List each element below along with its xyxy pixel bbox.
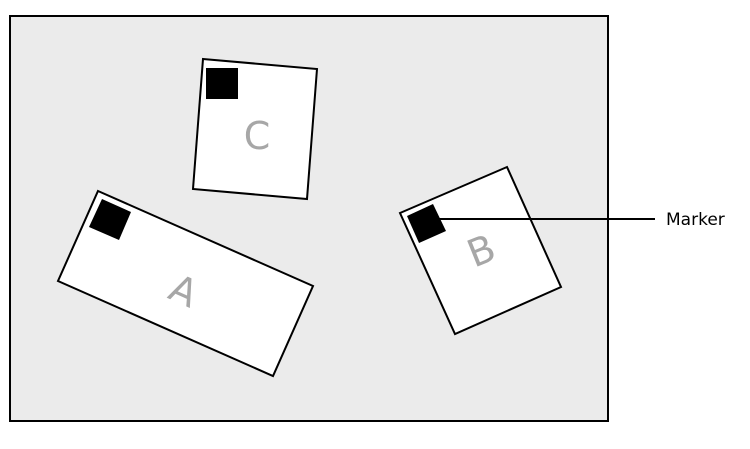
- card-b: B: [398, 165, 563, 336]
- card-b-body: [398, 165, 563, 336]
- card-c-label: C: [244, 114, 271, 158]
- card-a: A: [56, 189, 315, 378]
- card-c: C: [191, 57, 319, 201]
- card-a-body: [56, 189, 315, 378]
- marker-a: [89, 199, 131, 240]
- marker-callout-label: Marker: [666, 210, 725, 230]
- marker-b: [407, 204, 446, 243]
- marker-c: [206, 68, 238, 99]
